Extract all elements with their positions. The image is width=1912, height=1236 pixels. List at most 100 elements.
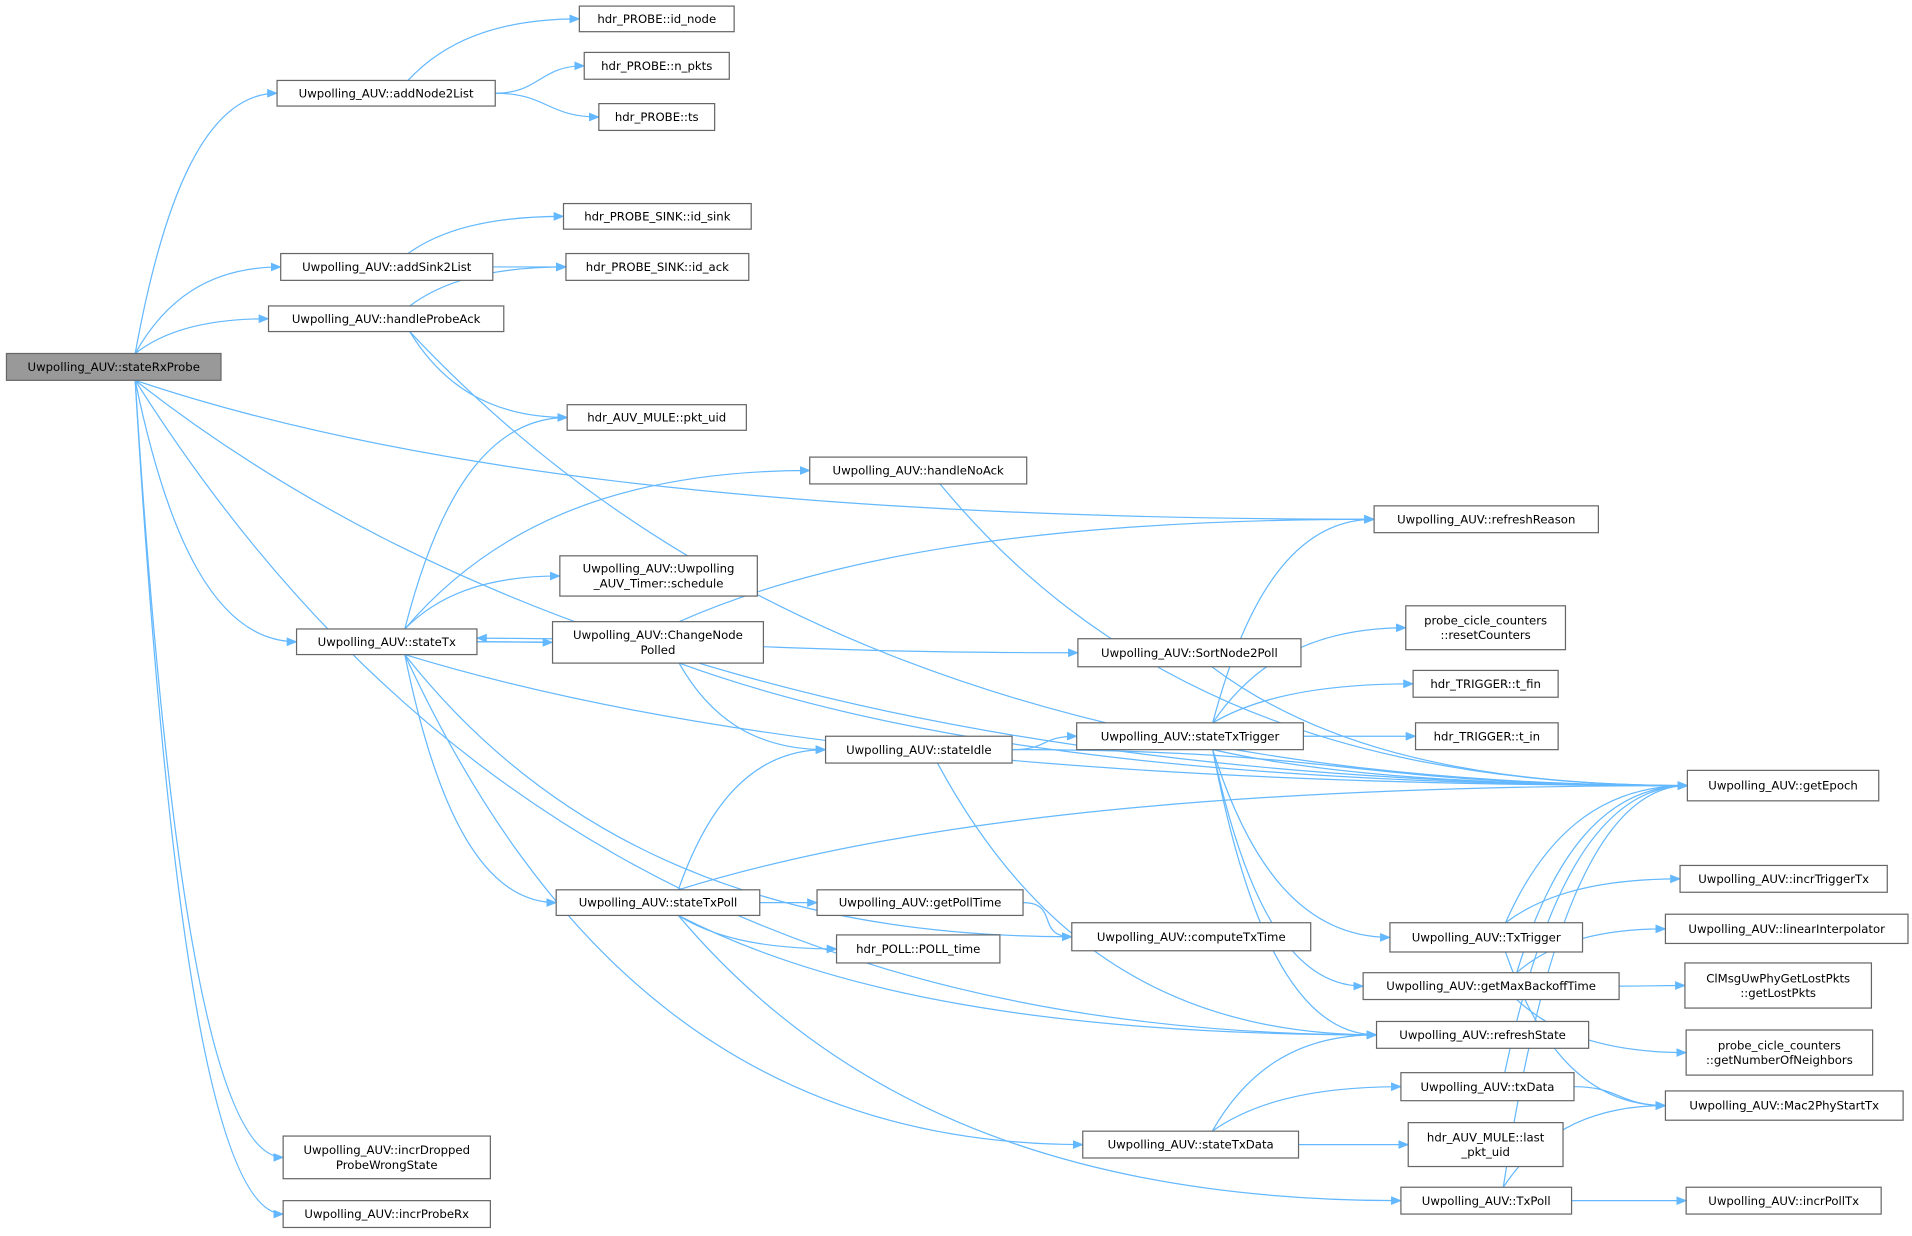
node-box [295, 628, 478, 656]
node-ts[interactable]: hdr_PROBE::ts [598, 103, 716, 132]
node-get-epoch[interactable]: Uwpolling_AUV::getEpoch [1686, 769, 1880, 802]
node-label: Uwpolling_AUV::SortNode2Poll [1101, 646, 1278, 660]
node-label: ::resetCounters [1440, 628, 1530, 642]
edge-state-tx-trigger-to-get-max-backoff-time [1212, 749, 1365, 991]
node-box [1071, 922, 1312, 952]
node-incr-trigger-tx[interactable]: Uwpolling_AUV::incrTriggerTx [1679, 864, 1888, 893]
node-label: hdr_AUV_MULE::last [1427, 1130, 1545, 1144]
node-state-idle[interactable]: Uwpolling_AUV::stateIdle [824, 735, 1013, 764]
node-box [816, 889, 1024, 917]
node-box [551, 621, 765, 664]
node-label: Uwpolling_AUV::refreshState [1399, 1028, 1566, 1042]
node-box [598, 103, 716, 132]
node-label: probe_cicle_counters [1424, 614, 1547, 628]
node-handle-probe-ack[interactable]: Uwpolling_AUV::handleProbeAck [267, 305, 505, 333]
edge-state-tx-poll-to-state-idle [677, 745, 827, 891]
node-incr-probe-rx[interactable]: Uwpolling_AUV::incrProbeRx [282, 1200, 491, 1229]
edge-state-rx-probe-to-refresh-state [134, 379, 1378, 1040]
node-box [280, 252, 494, 281]
node-box [578, 5, 735, 33]
node-tx-trigger[interactable]: Uwpolling_AUV::TxTrigger [1389, 922, 1584, 953]
node-poll-time[interactable]: hdr_POLL::POLL_time [835, 934, 1001, 964]
node-label: probe_cicle_counters [1718, 1038, 1841, 1052]
node-add-node2-list[interactable]: Uwpolling_AUV::addNode2List [276, 79, 496, 107]
node-id-node[interactable]: hdr_PROBE::id_node [578, 5, 735, 33]
node-schedule[interactable]: Uwpolling_AUV::Uwpolling_AUV_Timer::sche… [559, 555, 758, 597]
edge-state-tx-poll-to-poll-time [677, 914, 838, 954]
node-n-pkts[interactable]: hdr_PROBE::n_pkts [583, 51, 730, 80]
node-mac2-phy-start-tx[interactable]: Uwpolling_AUV::Mac2PhyStartTx [1664, 1090, 1904, 1121]
node-label: Uwpolling_AUV::stateTxData [1108, 1138, 1274, 1152]
node-label: Uwpolling_AUV::handleNoAck [833, 464, 1005, 478]
node-refresh-reason[interactable]: Uwpolling_AUV::refreshReason [1373, 505, 1599, 534]
edge-state-tx-to-handle-no-ack [404, 466, 811, 630]
node-label: Uwpolling_AUV::ChangeNode [573, 628, 743, 642]
node-get-poll-time[interactable]: Uwpolling_AUV::getPollTime [816, 889, 1024, 917]
node-label: _AUV_Timer::schedule [593, 576, 724, 590]
node-box [565, 252, 750, 281]
node-incr-dropped[interactable]: Uwpolling_AUV::incrDroppedProbeWrongStat… [282, 1135, 491, 1180]
nodes-layer: Uwpolling_AUV::stateRxProbeUwpolling_AUV… [5, 5, 1909, 1229]
edge-state-tx-trigger-to-tx-trigger [1212, 749, 1392, 942]
node-box [1375, 1020, 1590, 1049]
node-state-tx-data[interactable]: Uwpolling_AUV::stateTxData [1082, 1130, 1300, 1159]
node-label: _pkt_uid [1460, 1145, 1510, 1159]
node-t-fin[interactable]: hdr_TRIGGER::t_fin [1412, 669, 1559, 698]
node-label: Uwpolling_AUV::addNode2List [299, 86, 474, 100]
node-label: hdr_TRIGGER::t_in [1434, 729, 1540, 743]
edge-state-tx-poll-to-refresh-state [678, 914, 1378, 1040]
node-label: hdr_TRIGGER::t_fin [1430, 677, 1541, 691]
edge-add-sink2-list-to-id-sink [407, 211, 565, 255]
edge-state-tx-trigger-to-get-epoch [1212, 749, 1689, 790]
node-box [1685, 1186, 1882, 1215]
node-state-tx-poll[interactable]: Uwpolling_AUV::stateTxPoll [555, 889, 761, 917]
node-box [1679, 864, 1888, 893]
node-tx-poll[interactable]: Uwpolling_AUV::TxPoll [1400, 1186, 1573, 1215]
node-state-tx-trigger[interactable]: Uwpolling_AUV::stateTxTrigger [1076, 722, 1305, 751]
node-box [267, 305, 505, 333]
edge-state-tx-to-state-tx-poll [404, 654, 558, 907]
node-label: ProbeWrongState [336, 1158, 438, 1172]
node-state-tx[interactable]: Uwpolling_AUV::stateTx [295, 628, 478, 656]
edge-state-tx-to-state-tx-data [404, 654, 1084, 1149]
edge-change-node-polled-to-refresh-reason [678, 514, 1376, 623]
node-pkt-uid[interactable]: hdr_AUV_MULE::pkt_uid [566, 404, 747, 431]
edge-tx-poll-to-mac2-phy-start-tx [1502, 1101, 1667, 1188]
node-box [1389, 922, 1584, 953]
node-refresh-state[interactable]: Uwpolling_AUV::refreshState [1375, 1020, 1590, 1049]
node-handle-no-ack[interactable]: Uwpolling_AUV::handleNoAck [809, 456, 1028, 485]
node-box [835, 934, 1001, 964]
node-label: Uwpolling_AUV::addSink2List [302, 260, 472, 274]
edge-handle-probe-ack-to-get-epoch [409, 331, 1689, 790]
node-label: Uwpolling_AUV::incrTriggerTx [1698, 872, 1869, 886]
node-reset-counters[interactable]: probe_cicle_counters::resetCounters [1405, 605, 1567, 651]
node-get-max-backoff-time[interactable]: Uwpolling_AUV::getMaxBackoffTime [1362, 972, 1620, 1001]
edge-tx-trigger-to-incr-trigger-tx [1505, 874, 1682, 924]
node-state-rx-probe[interactable]: Uwpolling_AUV::stateRxProbe [5, 352, 222, 381]
edge-state-rx-probe-to-add-sink2-list [134, 262, 282, 354]
node-id-sink[interactable]: hdr_PROBE_SINK::id_sink [562, 202, 752, 230]
node-label: Uwpolling_AUV::computeTxTime [1097, 930, 1286, 944]
node-tx-data[interactable]: Uwpolling_AUV::txData [1400, 1072, 1575, 1102]
node-get-lost-pkts[interactable]: ClMsgUwPhyGetLostPkts::getLostPkts [1684, 962, 1873, 1009]
edge-add-node2-list-to-ts [495, 92, 600, 122]
node-box [1685, 1029, 1874, 1076]
node-linear-interpolator[interactable]: Uwpolling_AUV::linearInterpolator [1664, 913, 1909, 945]
node-box [559, 555, 758, 597]
node-add-sink2-list[interactable]: Uwpolling_AUV::addSink2List [280, 252, 494, 281]
edge-state-rx-probe-to-refresh-reason [134, 379, 1376, 524]
node-get-number-of-neighbors[interactable]: probe_cicle_counters::getNumberOfNeighbo… [1685, 1029, 1874, 1076]
node-incr-poll-tx[interactable]: Uwpolling_AUV::incrPollTx [1685, 1186, 1882, 1215]
edge-get-poll-time-to-compute-tx-time [1023, 902, 1073, 942]
node-sort-node2-poll[interactable]: Uwpolling_AUV::SortNode2Poll [1077, 638, 1302, 668]
node-box [555, 889, 761, 917]
node-label: hdr_PROBE::ts [615, 110, 699, 124]
node-last-pkt-uid[interactable]: hdr_AUV_MULE::last_pkt_uid [1407, 1122, 1564, 1168]
node-label: ClMsgUwPhyGetLostPkts [1706, 971, 1850, 985]
node-compute-tx-time[interactable]: Uwpolling_AUV::computeTxTime [1071, 922, 1312, 952]
node-t-in[interactable]: hdr_TRIGGER::t_in [1414, 722, 1559, 751]
edge-state-rx-probe-to-add-node2-list [134, 88, 279, 354]
node-box [282, 1135, 491, 1180]
node-id-ack[interactable]: hdr_PROBE_SINK::id_ack [565, 252, 750, 281]
